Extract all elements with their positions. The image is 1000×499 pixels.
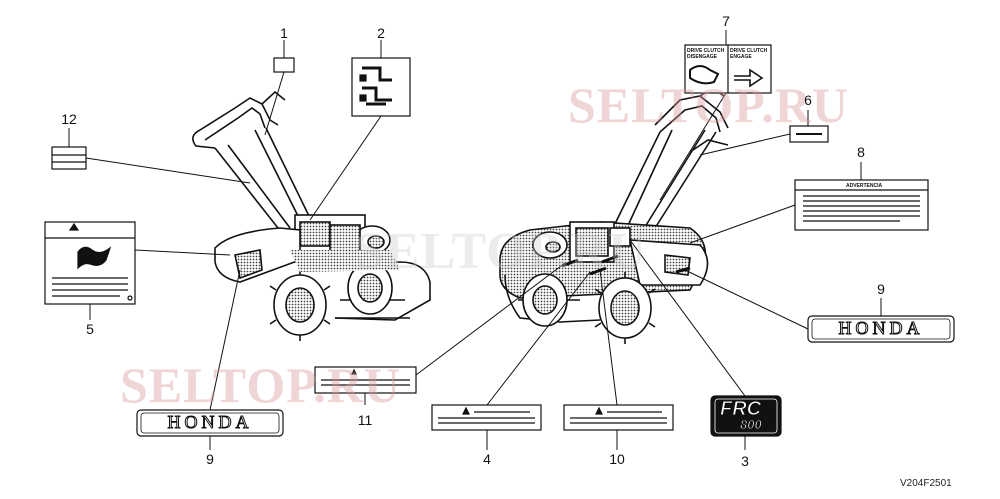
drive-clutch-engage-text: DRIVE CLUTCH ENGAGE xyxy=(730,48,768,60)
callout-9-left: 9 xyxy=(206,451,214,467)
left-tiller-illustration xyxy=(192,90,431,341)
callout-1: 1 xyxy=(280,25,288,41)
callout-7: 7 xyxy=(722,13,730,29)
drive-clutch-disengage-text: DRIVE CLUTCH DISENGAGE xyxy=(687,48,725,60)
callout-11: 11 xyxy=(357,412,373,428)
callout-5: 5 xyxy=(86,321,94,337)
callout-9-right: 9 xyxy=(877,281,885,297)
callout-8: 8 xyxy=(857,144,865,160)
drawing-code: V204F2501 xyxy=(900,478,952,489)
callout-10: 10 xyxy=(609,451,625,467)
callout-3: 3 xyxy=(741,453,749,469)
honda-label-right: HONDA xyxy=(838,318,924,339)
callout-2: 2 xyxy=(377,25,385,41)
callout-6: 6 xyxy=(804,92,812,108)
callout-4: 4 xyxy=(483,451,491,467)
honda-label-left: HONDA xyxy=(167,412,253,433)
label-graphics xyxy=(44,44,955,437)
right-tiller-illustration xyxy=(499,87,729,344)
advertencia-label-text: ADVERTENCIA xyxy=(846,183,883,189)
frc-logo-text: FRC xyxy=(719,398,762,421)
callout-12: 12 xyxy=(61,111,77,127)
frc-model-text: 800 xyxy=(740,417,763,433)
leader-lines xyxy=(68,30,882,450)
